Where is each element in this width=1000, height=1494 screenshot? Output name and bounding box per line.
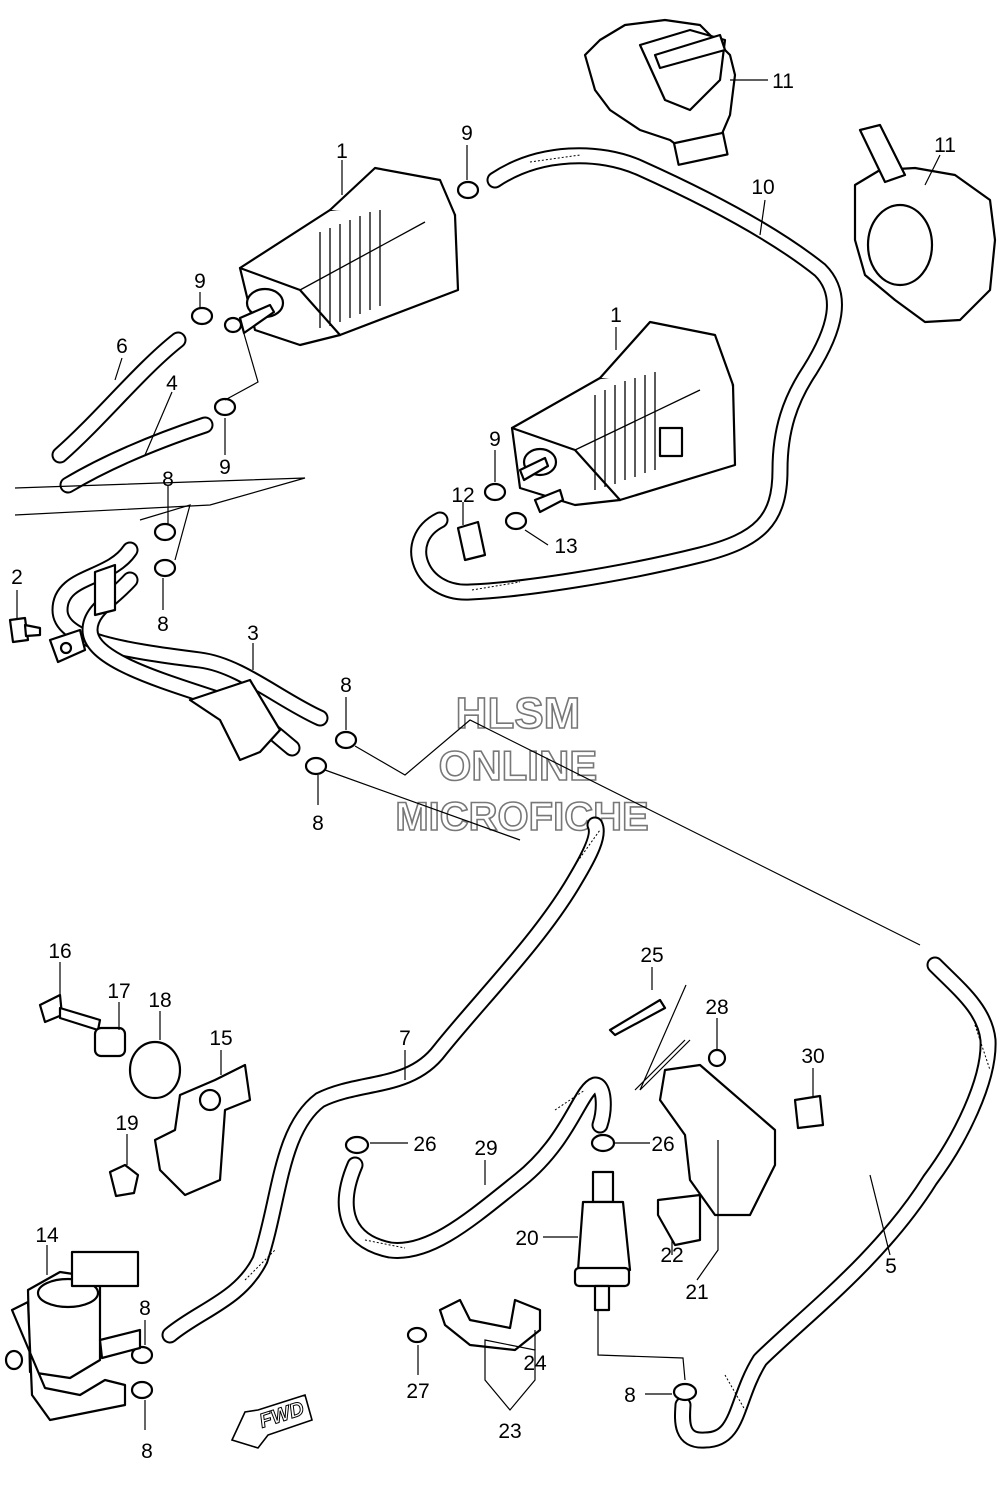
clamps (130, 180, 698, 1402)
callout-9-b: 9 (194, 270, 206, 293)
bolt-16 (38, 993, 64, 1024)
callout-14: 14 (35, 1224, 59, 1247)
callout-24: 24 (523, 1352, 547, 1375)
callout-26-b: 26 (651, 1133, 674, 1156)
callout-15: 15 (209, 1027, 232, 1050)
callout-10: 10 (751, 176, 774, 199)
callout-5: 5 (885, 1255, 897, 1278)
callout-8-a: 8 (162, 468, 174, 491)
callout-9-d: 9 (489, 428, 501, 451)
watermark-line1: HLSM (456, 689, 581, 738)
canister-1-lower (510, 320, 737, 514)
clamp-8-d (304, 756, 328, 776)
callout-9-a: 9 (461, 122, 473, 145)
callouts: 1 1 2 3 4 5 6 7 8 8 8 8 8 8 8 9 9 9 9 10… (11, 70, 956, 1463)
callout-23: 23 (498, 1420, 521, 1443)
callout-16: 16 (48, 940, 71, 963)
callout-30: 30 (801, 1045, 824, 1068)
callout-13: 13 (554, 535, 577, 558)
callout-11-a: 11 (772, 70, 794, 93)
pipe-3 (48, 541, 329, 762)
callout-29: 29 (474, 1137, 497, 1160)
callout-8-e: 8 (139, 1297, 151, 1320)
clamp-8-e (130, 1345, 154, 1365)
clamp-8-a (153, 522, 177, 542)
watermark-line3: MICROFICHE (395, 795, 648, 839)
bracket-11-right (853, 123, 997, 324)
callout-4: 4 (166, 372, 178, 395)
callout-20: 20 (515, 1227, 538, 1250)
callout-leaders (16, 79, 941, 1430)
clamp-8-f (130, 1380, 154, 1400)
callout-18: 18 (148, 989, 171, 1012)
clamp-8-g (672, 1382, 698, 1402)
clamp-9-b (190, 306, 214, 326)
watermark-line2: ONLINE (439, 742, 598, 789)
callout-1-a: 1 (336, 140, 348, 163)
callout-21: 21 (685, 1281, 708, 1304)
callout-1-b: 1 (610, 304, 622, 327)
callout-3: 3 (247, 622, 259, 645)
hose-7 (161, 816, 605, 1344)
callout-26-a: 26 (413, 1133, 436, 1156)
callout-19: 19 (115, 1112, 138, 1135)
clamp-8-b (153, 558, 177, 578)
callout-27: 27 (406, 1380, 429, 1403)
callout-2: 2 (11, 566, 23, 589)
hoses-6-4 (51, 331, 214, 494)
callout-8-f: 8 (141, 1440, 153, 1463)
clamp-9-d (483, 482, 507, 502)
clamp-26-b (590, 1133, 616, 1153)
hose-29 (337, 1076, 612, 1259)
clamp-13 (504, 511, 528, 531)
callout-12: 12 (451, 484, 474, 507)
clamp-9-a (456, 180, 480, 200)
screw-27 (406, 1326, 428, 1344)
nut-19 (108, 1163, 140, 1198)
bracket-21-group (406, 998, 825, 1352)
callout-9-c: 9 (219, 456, 231, 479)
band-23-24 (438, 1298, 542, 1352)
canister-1-upper (223, 166, 460, 347)
clip-22 (656, 1193, 702, 1247)
callout-28: 28 (705, 996, 728, 1019)
filter-20 (573, 1170, 632, 1312)
callout-8-d: 8 (312, 812, 324, 835)
bracket-15-group (38, 993, 252, 1198)
hose-5 (674, 956, 997, 1449)
callout-22: 22 (660, 1244, 683, 1267)
collar-17 (93, 1026, 127, 1058)
clamp-9-c (213, 397, 237, 417)
rivet-25 (608, 998, 667, 1037)
clamp-26-a (344, 1135, 370, 1155)
hose-12 (456, 520, 487, 562)
callout-8-b: 8 (157, 613, 169, 636)
grommet-18 (128, 1040, 182, 1100)
callout-7: 7 (399, 1027, 411, 1050)
fwd-arrow: FWD (230, 1393, 313, 1449)
bracket-11-upper (583, 18, 737, 166)
washer-28 (707, 1048, 727, 1068)
callout-11-b: 11 (934, 134, 956, 157)
bolt-2 (8, 616, 42, 644)
callout-6: 6 (116, 335, 128, 358)
callout-8-g: 8 (624, 1384, 636, 1407)
callout-8-c: 8 (340, 674, 352, 697)
callout-25: 25 (640, 944, 663, 967)
reference-lines (14, 319, 921, 1381)
valve-14 (4, 1250, 142, 1422)
hose-10 (410, 147, 843, 601)
cap-30 (793, 1094, 825, 1130)
callout-17: 17 (107, 980, 130, 1003)
watermark: HLSM ONLINE MICROFICHE (395, 688, 650, 840)
clamp-8-c (334, 730, 358, 750)
